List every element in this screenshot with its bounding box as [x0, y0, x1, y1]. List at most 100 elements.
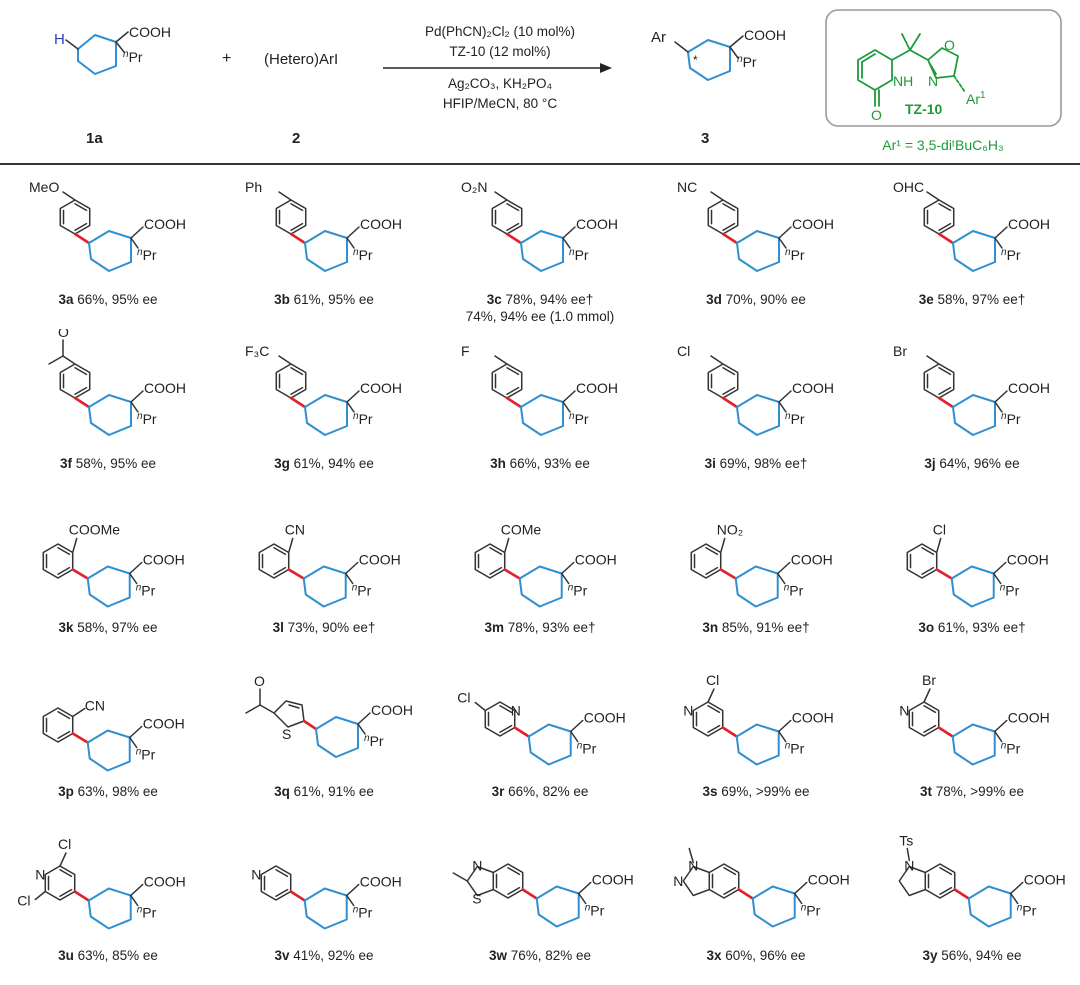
cooh-group: COOH	[792, 216, 834, 232]
substituent-label: OHC	[893, 179, 924, 195]
ligand-ar1-sup: 1	[980, 90, 986, 101]
cooh-group: COOH	[1008, 710, 1050, 726]
cooh-group: COOH	[371, 702, 413, 718]
thiazole-sulfur: S	[472, 891, 481, 907]
yield-ee: 70%, 90% ee	[725, 292, 806, 307]
npr-alkyl: Pr	[1007, 247, 1021, 263]
npr-prefix: n	[785, 741, 791, 752]
aryl-ring	[690, 543, 722, 579]
scale-up-note: 74%, 94% ee (1.0 mmol)	[465, 309, 615, 324]
compound-id: 3s	[702, 784, 718, 799]
reagents-line-2: TZ-10 (12 mol%)	[449, 44, 550, 59]
reagents-line-3: Ag₂CO₃, KH₂PO₄	[448, 76, 552, 91]
alkyl-group: Pr	[129, 49, 143, 65]
npr-group: nPr	[137, 247, 157, 263]
npr-group: nPr	[569, 411, 589, 427]
thiophene-sulfur: S	[282, 726, 291, 742]
caption-3i: 3i 69%, 98% ee†	[648, 455, 864, 472]
cooh-group: COOH	[144, 216, 186, 232]
caption-3a: 3a 66%, 95% ee	[0, 291, 216, 308]
npr-group: nPr	[801, 903, 821, 919]
cooh-group: COOH	[360, 216, 402, 232]
npr-alkyl: Pr	[791, 411, 805, 427]
npr-prefix: n	[1000, 583, 1006, 594]
npr-prefix: n	[353, 411, 359, 422]
npr-prefix: n	[353, 905, 359, 916]
ligand-nh: NH	[893, 73, 913, 89]
compound-id: 3c	[486, 292, 502, 307]
new-cc-bond	[937, 396, 955, 409]
caption-3x: 3x 60%, 96% ee	[648, 947, 864, 964]
pyridine-ring	[260, 865, 292, 901]
ligand-n: N	[928, 73, 938, 89]
caption-3y: 3y 56%, 94% ee	[864, 947, 1080, 964]
product-cooh: COOH	[744, 27, 786, 43]
npr-prefix: n	[785, 247, 791, 258]
compound-id: 3u	[58, 948, 74, 963]
fused-five-ring	[898, 865, 927, 897]
yield-ee: 64%, 96% ee	[939, 456, 1020, 471]
npr-alkyl: Pr	[359, 411, 373, 427]
new-cc-bond	[953, 888, 971, 900]
yield-ee: 58%, 97% ee	[77, 620, 158, 635]
compound-id: 3o	[918, 620, 935, 635]
pyridine-nitrogen: N	[35, 867, 45, 883]
npr-alkyl: Pr	[1006, 741, 1020, 757]
cooh-group: COOH	[575, 552, 617, 568]
new-cc-bond	[73, 396, 91, 409]
reaction-scheme: H COOH nPr 1a + (Hetero)ArI 2 Pd(PhCN)₂C…	[54, 9, 1062, 153]
cooh-group: COOH	[576, 216, 618, 232]
product-alkyl-prefix: n	[737, 54, 743, 65]
yield-ee: 69%, >99% ee	[721, 784, 810, 799]
npr-prefix: n	[137, 905, 143, 916]
substituent-label: COOMe	[69, 522, 121, 538]
npr-group: nPr	[136, 583, 156, 599]
reagents-line-4: HFIP/MeCN, 80 °C	[443, 96, 557, 111]
npr-alkyl: Pr	[790, 741, 804, 757]
new-cc-bond	[71, 732, 90, 744]
new-cc-bond	[73, 890, 91, 902]
substituent-label: NC	[677, 179, 697, 195]
npr-alkyl: Pr	[1005, 583, 1019, 599]
caption-3s: 3s 69%, >99% ee	[648, 783, 864, 800]
carbonyl-oxygen: O	[58, 329, 69, 340]
substituent-label: CN	[285, 522, 305, 538]
aryl-ring	[906, 543, 938, 579]
npr-prefix: n	[136, 583, 142, 594]
cooh-group: COOH	[792, 710, 834, 726]
npr-prefix: n	[784, 583, 790, 594]
npr-prefix: n	[1017, 903, 1023, 914]
thiazole-nitrogen: N	[472, 858, 482, 874]
caption-3h: 3h 66%, 93% ee	[432, 455, 648, 472]
pyridine-nitrogen: N	[251, 867, 261, 883]
cooh-group: COOH	[592, 872, 634, 888]
npr-group: nPr	[577, 741, 597, 757]
tosyl-group: Ts	[899, 833, 913, 849]
aryl-ring	[42, 707, 74, 743]
yield-ee: 58%, 97% ee†	[937, 292, 1026, 307]
new-cc-bond	[503, 568, 522, 580]
stereo-star: *	[693, 53, 698, 67]
